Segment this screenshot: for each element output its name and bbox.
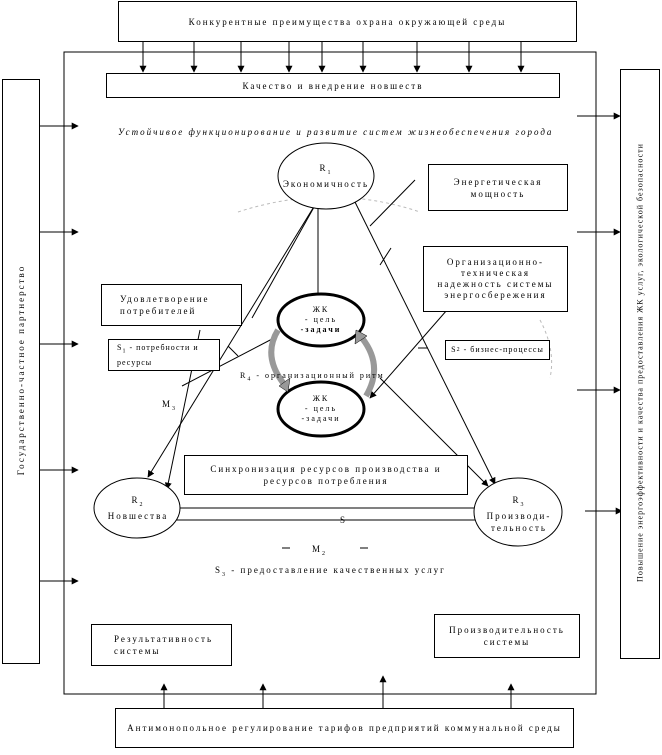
r3-name-line1: Производи- xyxy=(486,511,552,522)
zhk1-line2: -задачи xyxy=(300,325,342,334)
zhk1-title: ЖК xyxy=(312,305,330,314)
s2-text: - бизнес-процессы xyxy=(463,345,544,354)
result-line1: Результативность xyxy=(114,634,214,644)
s1-box: S1 - потребности и ресурсы xyxy=(108,339,220,371)
zhk2-node: ЖК - цель -задачи xyxy=(282,389,360,429)
r4-label: - организационный ритм xyxy=(252,371,385,380)
energy-box-line2: мощность xyxy=(470,188,526,199)
zhk2-line1: - цель xyxy=(304,404,338,413)
s3-label: - предоставление качественных услуг xyxy=(227,565,446,575)
r3-ellipse xyxy=(473,477,563,547)
r3-name-line2: тельность xyxy=(490,523,548,534)
bottom-banner: Антимонопольное регулирование тарифов пр… xyxy=(115,708,574,748)
top-arc xyxy=(237,196,421,213)
productivity-line1: Производительность xyxy=(449,625,565,635)
r1-name: Экономичность xyxy=(282,179,370,190)
right-arrows xyxy=(577,112,623,515)
s3-s: S xyxy=(215,565,223,575)
bottom-banner-text: Антимонопольное регулирование тарифов пр… xyxy=(127,723,562,733)
m2-label: M2 xyxy=(312,543,327,560)
m3-label: M3 xyxy=(162,398,177,415)
s3-text: S3 - предоставление качественных услуг xyxy=(215,564,446,581)
cycle-arrow-left xyxy=(268,328,287,386)
m2-m: M xyxy=(312,544,323,554)
result-line2: системы xyxy=(114,646,161,656)
s-label: S xyxy=(340,515,348,525)
result-box: Результативность системы xyxy=(91,624,232,666)
s1-text1: - потребности и xyxy=(129,342,199,352)
top-banner: Конкурентные преимущества охрана окружаю… xyxy=(118,1,577,42)
cycle-arrow-right xyxy=(359,336,378,398)
s2-sub: 2 xyxy=(456,347,461,353)
triangle-lines xyxy=(147,179,496,521)
energy-box-line1: Энергетическая xyxy=(453,176,543,187)
org-box-line2: техническая xyxy=(460,268,531,278)
sustainable-text: Устойчивое функционирование и развитие с… xyxy=(118,127,554,137)
zhk1-node: ЖК - цель -задачи xyxy=(282,300,360,340)
sync-line1: Синхронизация ресурсов производства и xyxy=(210,464,442,474)
productivity-line2: системы xyxy=(483,637,531,647)
s1-sub: 1 xyxy=(122,348,127,355)
org-box-line1: Организационно- xyxy=(446,257,545,267)
r1-node: R1 Экономичность xyxy=(280,154,372,198)
org-box-line4: энергосбережения xyxy=(444,290,547,300)
zhk2-title: ЖК xyxy=(312,394,330,403)
r2-sub: 2 xyxy=(139,501,145,508)
r2-label: R xyxy=(131,494,140,505)
r2-ellipse xyxy=(93,477,181,539)
org-box-line3: надежность системы xyxy=(437,279,554,289)
r1-ellipse xyxy=(277,142,375,210)
satisfaction-box: Удовлетворение потребителей xyxy=(101,284,242,326)
s2-s: S xyxy=(451,345,457,354)
org-tech-box: Организационно- техническая надежность с… xyxy=(423,246,568,312)
r3-node: R3 Производи- тельность xyxy=(476,492,562,536)
r2-node: R2 Новшества xyxy=(96,488,180,528)
r3-label: R xyxy=(512,494,521,505)
productivity-box: Производительность системы xyxy=(434,614,580,658)
sync-line2: ресурсов потребления xyxy=(263,476,389,486)
s3-sub: 3 xyxy=(222,571,228,578)
r4-sub: 4 xyxy=(247,376,253,383)
zhk1-line1: - цель xyxy=(304,315,338,324)
satisfaction-line1: Удовлетворение xyxy=(120,294,210,304)
r1-sub: 1 xyxy=(327,169,333,176)
satisfaction-line2: потребителей xyxy=(120,306,197,316)
r1-label: R xyxy=(319,162,328,173)
left-side-box xyxy=(2,79,40,664)
m3-m: M xyxy=(162,399,173,409)
top-banner-text: Конкурентные преимущества охрана окружаю… xyxy=(188,16,507,27)
s1-s: S xyxy=(117,342,123,352)
sync-box: Синхронизация ресурсов производства и ре… xyxy=(184,455,468,495)
zhk1-ellipse xyxy=(276,292,366,348)
r3-sub: 3 xyxy=(520,501,526,508)
main-frame xyxy=(63,51,597,695)
zhk2-line2: -задачи xyxy=(301,414,341,423)
zhk2-ellipse xyxy=(276,380,366,438)
quality-box: Качество и внедрение новшеств xyxy=(106,73,560,98)
right-side-text: Повышение энергоэффективности и качества… xyxy=(635,143,645,582)
top-arrows xyxy=(139,42,525,73)
quality-box-text: Качество и внедрение новшеств xyxy=(242,80,424,91)
r4-r: R xyxy=(240,371,248,380)
bottom-arrows xyxy=(160,675,515,708)
left-arrows xyxy=(40,122,79,585)
left-side-text: Государственно-частное партнерство xyxy=(16,264,26,476)
m2-sub: 2 xyxy=(322,550,328,557)
energy-box: Энергетическая мощность xyxy=(428,164,568,211)
s1-text2: ресурсы xyxy=(117,358,153,368)
r4-text: R4 - организационный ритм xyxy=(240,370,385,386)
right-side-box xyxy=(620,69,660,659)
right-arc xyxy=(539,319,553,379)
r2-name: Новшества xyxy=(107,511,169,522)
m3-sub: 3 xyxy=(172,405,178,412)
